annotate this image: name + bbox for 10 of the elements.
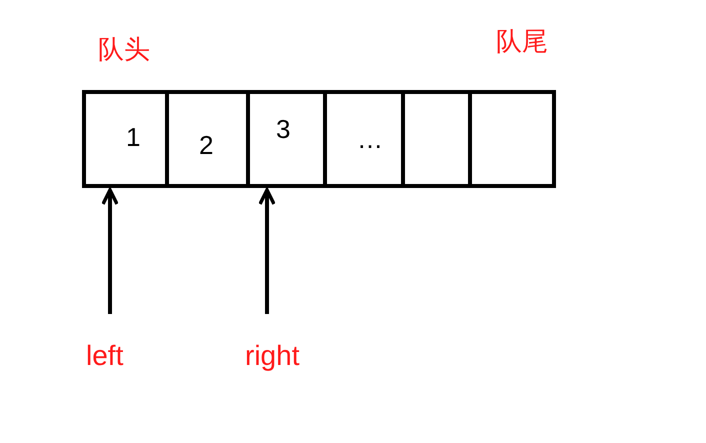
arrow bbox=[101, 188, 119, 314]
pointer-name: left bbox=[86, 342, 124, 370]
queue-end-label: 队头 bbox=[98, 36, 150, 62]
cell-value: 1 bbox=[126, 124, 140, 150]
pointer-name: right bbox=[245, 342, 300, 370]
arrow bbox=[258, 188, 276, 314]
cell-value: … bbox=[357, 126, 383, 152]
queue-end-label: 队尾 bbox=[496, 28, 548, 54]
cell-value: 3 bbox=[276, 116, 290, 142]
cell-value: 2 bbox=[199, 132, 214, 158]
